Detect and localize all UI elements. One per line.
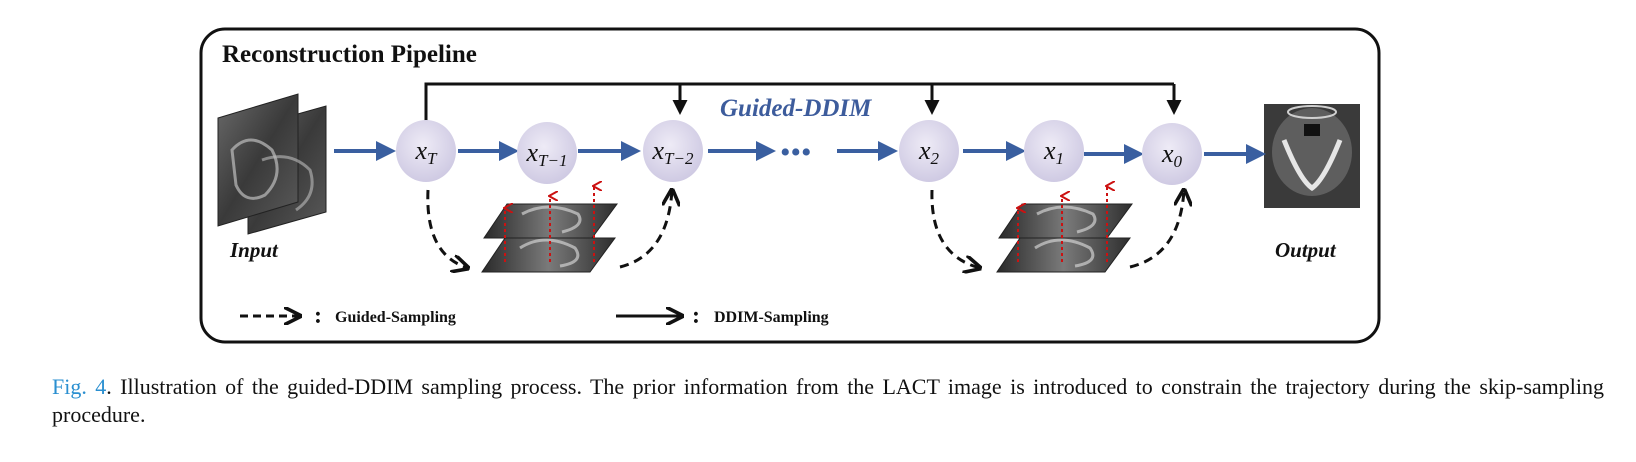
- svg-text:xT: xT: [414, 136, 438, 168]
- output-ct-image: [1264, 104, 1360, 208]
- svg-text:x2: x2: [918, 136, 940, 168]
- legend-ddim-separator: :: [692, 303, 700, 329]
- svg-text:x1: x1: [1043, 136, 1064, 168]
- figure-reference[interactable]: Fig. 4: [52, 374, 107, 399]
- input-ct-stack: [217, 93, 327, 235]
- node-x-T: xT: [396, 120, 456, 182]
- svg-text:x0: x0: [1161, 139, 1183, 171]
- legend-ddim-label: DDIM-Sampling: [714, 309, 829, 326]
- node-x-1: x1: [1024, 120, 1084, 182]
- node-x-0: x0: [1142, 123, 1202, 185]
- svg-text:xT−2: xT−2: [652, 136, 694, 168]
- diagram-title: Reconstruction Pipeline: [222, 41, 477, 68]
- legend: : Guided-Sampling : DDIM-Sampling: [240, 303, 829, 329]
- output-label: Output: [1275, 238, 1337, 262]
- legend-guided-label: Guided-Sampling: [335, 309, 456, 326]
- node-x-T-minus-2: xT−2: [643, 120, 703, 182]
- skip-connectors: [424, 82, 1182, 122]
- node-x-T-minus-1: xT−1: [517, 122, 577, 184]
- figure-caption: Fig. 4. Illustration of the guided-DDIM …: [52, 373, 1604, 429]
- caption-text: . Illustration of the guided-DDIM sampli…: [52, 374, 1604, 427]
- chain-ellipsis: •••: [780, 136, 812, 169]
- chain-arrows: [334, 141, 1266, 164]
- guided-sampling-left: [426, 186, 672, 272]
- legend-guided-separator: :: [314, 303, 322, 329]
- node-x-2: x2: [899, 120, 959, 182]
- pipeline-frame: [199, 27, 1381, 344]
- input-label: Input: [229, 238, 279, 262]
- guided-sampling-right: [930, 186, 1184, 272]
- guided-ddim-label: Guided-DDIM: [720, 95, 872, 122]
- svg-text:xT−1: xT−1: [526, 138, 568, 170]
